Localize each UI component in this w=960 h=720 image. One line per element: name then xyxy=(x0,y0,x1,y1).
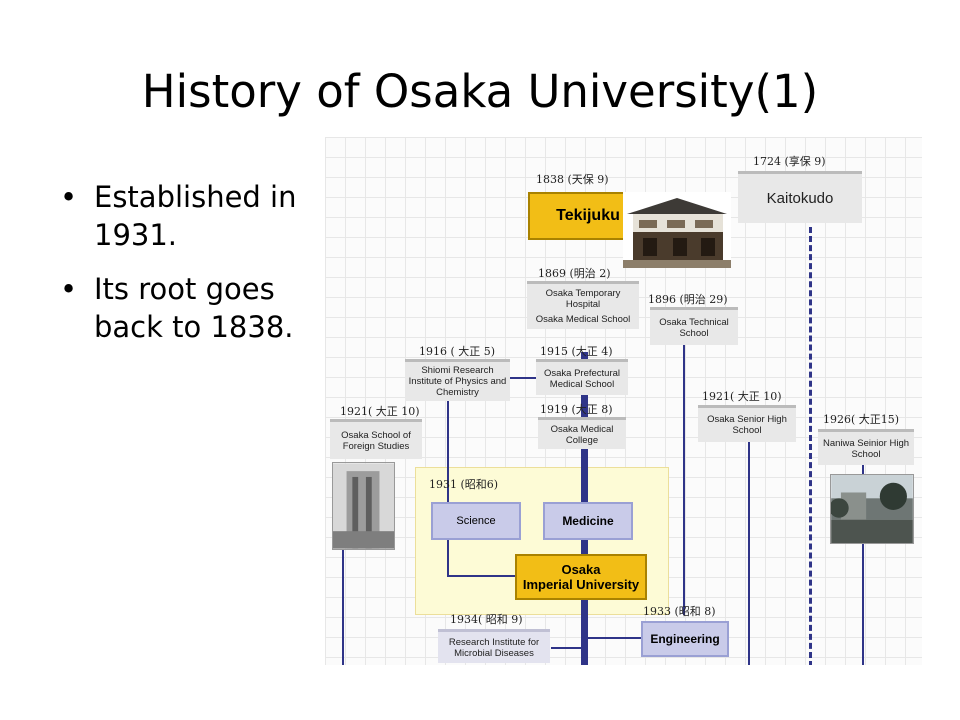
bullet-item: Its root goes back to 1838. xyxy=(60,270,320,346)
trunk-to-microbial xyxy=(551,647,583,649)
technical-line xyxy=(683,345,685,615)
engineering-box: Engineering xyxy=(641,621,729,657)
foreign-line xyxy=(342,549,344,665)
tekijuku-label: Tekijuku xyxy=(556,207,620,224)
medicine-label: Medicine xyxy=(562,514,614,528)
temp-hospital-year: 1869 (明治 2) xyxy=(538,267,611,280)
kaitokudo-dashed-line xyxy=(809,227,812,665)
science-box: Science xyxy=(431,502,521,540)
prefectural-box: Osaka Prefectural Medical School xyxy=(536,359,628,395)
imperial-university-box: Osaka Imperial University xyxy=(515,554,647,600)
medical-school-label: Osaka Medical School xyxy=(535,314,631,325)
senior-year: 1921( 大正 10) xyxy=(702,390,782,403)
medical-college-box: Osaka Medical College xyxy=(538,417,626,449)
foreign-year: 1921( 大正 10) xyxy=(340,405,420,418)
medicine-box: Medicine xyxy=(543,502,633,540)
trunk-to-engineering xyxy=(587,637,642,639)
temp-hospital-label: Osaka Temporary Hospital xyxy=(545,288,621,310)
kaitokudo-label: Kaitokudo xyxy=(766,190,834,207)
shiomi-to-prefectural xyxy=(510,377,540,379)
naniwa-photo xyxy=(830,474,914,544)
prefectural-label: Osaka Prefectural Medical School xyxy=(543,367,621,390)
bullet-text: Its root goes back to 1838. xyxy=(94,272,294,344)
naniwa-box: Naniwa Seinior High School xyxy=(818,429,914,465)
technical-box: Osaka Technical School xyxy=(650,307,738,345)
slide-title: History of Osaka University(1) xyxy=(141,65,819,118)
foreign-studies-photo xyxy=(332,462,395,550)
naniwa-label: Naniwa Seinior High School xyxy=(822,437,910,460)
shiomi-box: Shiomi Research Institute of Physics and… xyxy=(405,359,510,401)
engineering-label: Engineering xyxy=(650,632,720,646)
microbial-year: 1934( 昭和 9) xyxy=(450,613,523,626)
tekijuku-building-photo xyxy=(623,192,731,268)
bullet-list: Established in 1931. Its root goes back … xyxy=(60,178,320,362)
kaitokudo-box: Kaitokudo xyxy=(738,171,862,223)
naniwa-line xyxy=(862,459,864,665)
imperial-label-2: Imperial University xyxy=(522,577,640,592)
medical-college-year: 1919 (大正 8) xyxy=(540,403,613,416)
imperial-label-1: Osaka xyxy=(561,562,601,577)
imperial-year: 1931 (昭和6) xyxy=(429,478,499,491)
senior-line xyxy=(748,442,750,665)
senior-label: Osaka Senior High School xyxy=(707,414,787,436)
technical-label: Osaka Technical School xyxy=(659,316,729,339)
microbial-box: Research Institute for Microbial Disease… xyxy=(438,629,550,663)
medical-college-label: Osaka Medical College xyxy=(550,423,614,446)
temp-hospital-box: Osaka Temporary Hospital Osaka Medical S… xyxy=(527,281,639,329)
shiomi-line xyxy=(447,401,449,577)
prefectural-year: 1915 (大正 4) xyxy=(540,345,613,358)
foreign-box: Osaka School of Foreign Studies xyxy=(330,419,422,459)
senior-box: Osaka Senior High School xyxy=(698,405,796,442)
history-diagram: 1724 (享保 9) Kaitokudo 1838 (天保 9) Tekiju… xyxy=(325,137,922,665)
foreign-label: Osaka School of Foreign Studies xyxy=(341,429,411,452)
engineering-year: 1933 (昭和 8) xyxy=(643,605,716,618)
tekijuku-year: 1838 (天保 9) xyxy=(536,173,609,186)
science-label: Science xyxy=(456,515,496,527)
naniwa-year: 1926( 大正15) xyxy=(823,413,900,426)
bullet-text: Established in 1931. xyxy=(94,180,297,252)
bullet-item: Established in 1931. xyxy=(60,178,320,254)
microbial-label: Research Institute for Microbial Disease… xyxy=(448,636,540,659)
shiomi-year: 1916 ( 大正 5) xyxy=(419,345,496,358)
technical-year: 1896 (明治 29) xyxy=(648,293,728,306)
shiomi-label: Shiomi Research Institute of Physics and… xyxy=(408,365,507,398)
shiomi-connector xyxy=(447,575,517,577)
kaitokudo-year: 1724 (享保 9) xyxy=(753,155,826,168)
